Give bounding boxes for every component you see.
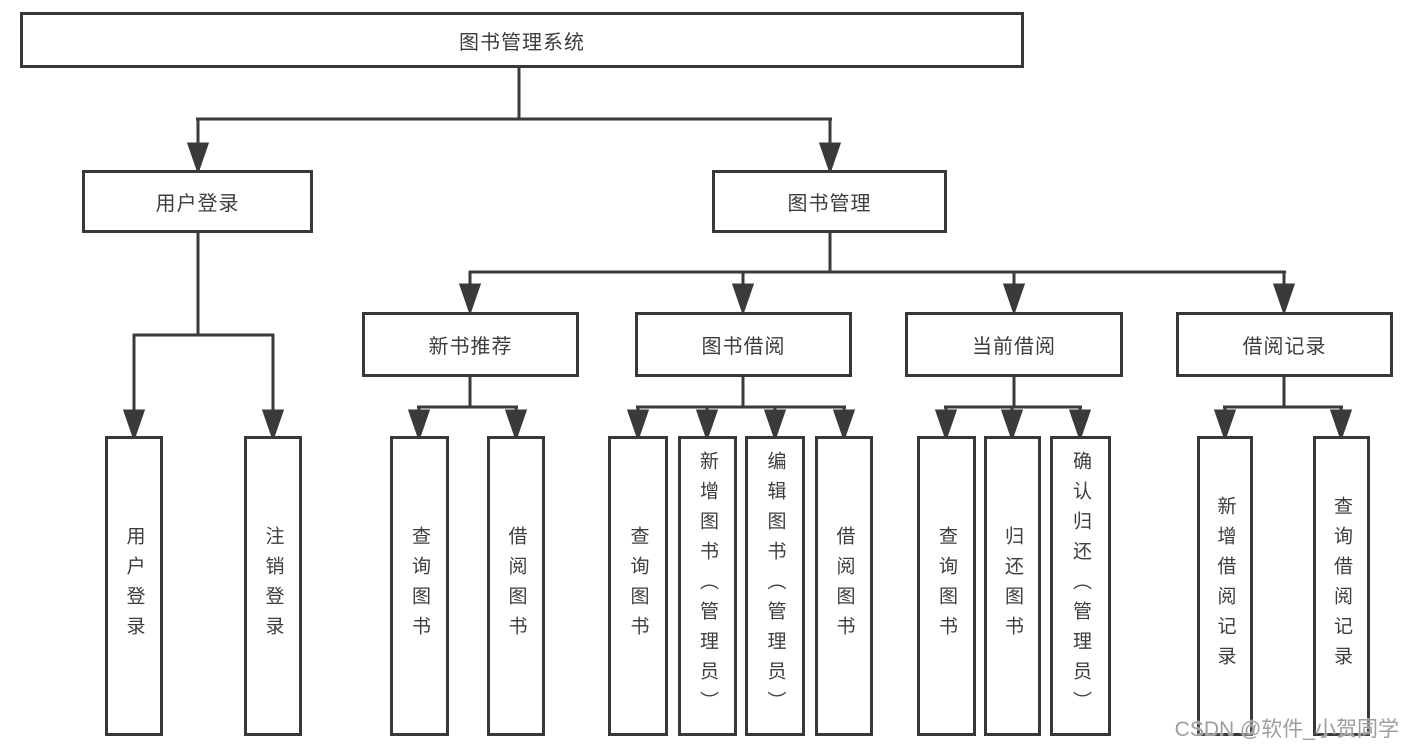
arrowhead bbox=[763, 409, 787, 442]
arrowhead bbox=[407, 409, 431, 442]
node-label: 新书推荐 bbox=[428, 336, 513, 358]
arrowhead bbox=[1272, 283, 1296, 316]
leaf-add-borrow-record: 新增借阅记录 bbox=[1197, 436, 1253, 736]
node-label: 确认归还（管理员） bbox=[1070, 451, 1091, 721]
node-label: 借阅图书 bbox=[833, 526, 855, 646]
leaf-user-login: 用户登录 bbox=[105, 436, 163, 736]
leaf-borrow-books-recommend: 借阅图书 bbox=[487, 436, 545, 736]
arrowhead bbox=[818, 142, 842, 175]
node-label: 查询图书 bbox=[627, 526, 649, 646]
arrowhead bbox=[186, 142, 210, 175]
node-label: 图书管理系统 bbox=[459, 31, 585, 54]
node-borrow-records: 借阅记录 bbox=[1176, 312, 1393, 377]
arrowhead bbox=[1002, 283, 1026, 316]
leaf-logout: 注销登录 bbox=[244, 436, 302, 736]
node-label: 新增图书（管理员） bbox=[697, 451, 718, 721]
node-label: 新增借阅记录 bbox=[1214, 496, 1236, 676]
arrowhead bbox=[626, 409, 650, 442]
node-label: 借阅记录 bbox=[1242, 336, 1327, 358]
leaf-query-books-borrow: 查询图书 bbox=[608, 436, 668, 736]
leaf-return-books: 归还图书 bbox=[984, 436, 1041, 736]
node-current-borrow: 当前借阅 bbox=[905, 312, 1123, 377]
arrowhead bbox=[458, 283, 482, 316]
node-new-book-recommend: 新书推荐 bbox=[362, 312, 579, 377]
arrowhead bbox=[504, 409, 528, 442]
node-label: 查询借阅记录 bbox=[1331, 496, 1352, 676]
arrowhead bbox=[695, 409, 719, 442]
node-label: 查询图书 bbox=[936, 526, 957, 646]
arrowhead bbox=[1068, 409, 1092, 442]
node-label: 注销登录 bbox=[262, 526, 284, 646]
leaf-edit-books-admin: 编辑图书（管理员） bbox=[745, 436, 805, 736]
leaf-query-books-recommend: 查询图书 bbox=[390, 436, 449, 736]
arrowhead bbox=[1213, 409, 1237, 442]
leaf-query-borrow-record: 查询借阅记录 bbox=[1313, 436, 1370, 736]
node-label: 借阅图书 bbox=[505, 526, 527, 646]
leaf-query-books-current: 查询图书 bbox=[917, 436, 976, 736]
arrowhead bbox=[1329, 409, 1353, 442]
node-label: 编辑图书（管理员） bbox=[764, 451, 786, 721]
node-root-library-system: 图书管理系统 bbox=[20, 12, 1024, 68]
node-label: 当前借阅 bbox=[972, 336, 1056, 358]
node-label: 图书借阅 bbox=[701, 336, 786, 358]
node-book-borrow: 图书借阅 bbox=[635, 312, 852, 377]
leaf-add-books-admin: 新增图书（管理员） bbox=[678, 436, 737, 736]
leaf-confirm-return-admin: 确认归还（管理员） bbox=[1050, 436, 1111, 736]
arrowhead bbox=[731, 283, 755, 316]
arrowhead bbox=[261, 409, 285, 442]
arrowhead bbox=[832, 409, 856, 442]
arrowhead bbox=[934, 409, 958, 442]
node-user-login: 用户登录 bbox=[82, 170, 313, 233]
leaf-borrow-books: 借阅图书 bbox=[815, 436, 873, 736]
node-label: 用户登录 bbox=[123, 526, 145, 646]
node-label: 图书管理 bbox=[787, 193, 872, 215]
arrowhead bbox=[1000, 409, 1024, 442]
node-label: 归还图书 bbox=[1002, 526, 1023, 646]
arrowhead bbox=[122, 409, 146, 442]
node-book-management: 图书管理 bbox=[712, 170, 947, 233]
node-label: 用户登录 bbox=[155, 193, 240, 215]
node-label: 查询图书 bbox=[409, 526, 430, 646]
